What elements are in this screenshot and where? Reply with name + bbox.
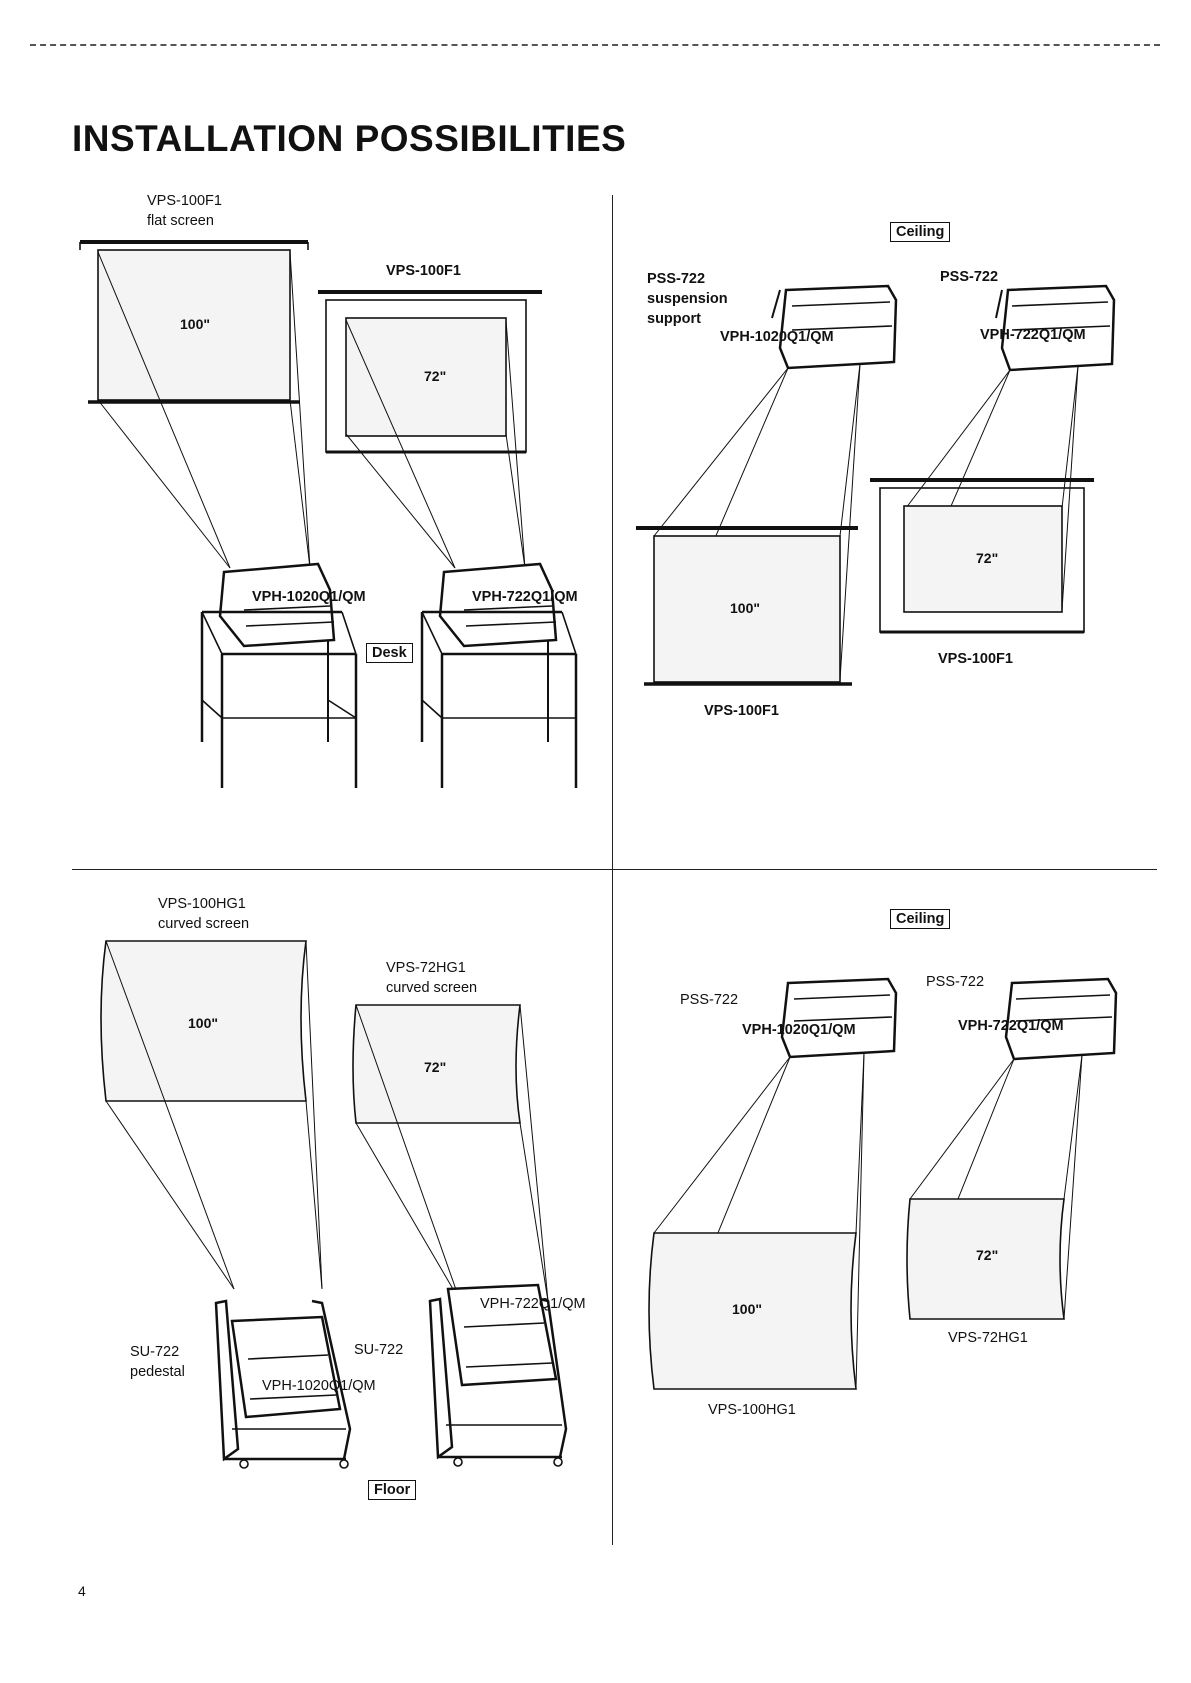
- page-title: INSTALLATION POSSIBILITIES: [72, 118, 627, 159]
- large-projector-label: VPH-1020Q1/QM: [252, 589, 366, 605]
- vertical-divider: [612, 195, 613, 1545]
- ceiling-flat-illustration: [636, 284, 1116, 686]
- small-screen-size-label: 72": [424, 1059, 447, 1075]
- large-screen-model-label: VPS-100HG1: [158, 896, 246, 912]
- large-projector-label: VPH-1020Q1/QM: [262, 1378, 376, 1394]
- small-projector-label: VPH-722Q1/QM: [958, 1018, 1064, 1034]
- small-screen-model-label: VPS-100F1: [938, 651, 1013, 667]
- location-floor-badge: Floor: [368, 1480, 417, 1500]
- small-screen-model-label: VPS-100F1: [386, 263, 461, 279]
- support-right-label: PSS-722: [926, 974, 985, 990]
- support-label: PSS-722: [647, 271, 706, 287]
- small-projector-label: VPH-722Q1/QM: [472, 589, 578, 605]
- small-projector-label: VPH-722Q1/QM: [480, 1296, 586, 1312]
- large-screen-model-label: VPS-100F1: [704, 703, 779, 719]
- pedestal-small-label: SU-722: [354, 1342, 404, 1358]
- location-desk-badge: Desk: [366, 643, 413, 663]
- floor-installation-panel: VPS-100HG1 curved screen VPS-72HG1 curve…: [0, 869, 612, 1549]
- large-screen-model-label: VPS-100HG1: [708, 1402, 796, 1418]
- large-projector-label: VPH-1020Q1/QM: [742, 1022, 856, 1038]
- small-screen-model-label: VPS-72HG1: [386, 960, 466, 976]
- large-screen-type-label: curved screen: [158, 916, 250, 932]
- desk-installation-panel: VPS-100F1 flat screen VPS-100F1 100" 72"…: [0, 0, 612, 869]
- desk-installation-illustration: [79, 240, 578, 788]
- floor-installation-illustration: [100, 940, 568, 1469]
- ceiling-flat-panel: Ceiling PSS-722 suspension support PSS-7…: [612, 0, 1191, 869]
- large-screen-size-label: 100": [188, 1015, 218, 1031]
- location-ceiling-badge: Ceiling: [890, 909, 951, 929]
- ceiling-curved-illustration: [648, 977, 1118, 1390]
- large-screen-size-label: 100": [730, 600, 760, 616]
- pedestal-type-label: pedestal: [130, 1364, 185, 1380]
- support-left-label: PSS-722: [680, 992, 739, 1008]
- small-screen-size-label: 72": [424, 368, 447, 384]
- horizontal-divider: [72, 869, 1157, 870]
- large-screen-model-label: VPS-100F1: [147, 193, 222, 209]
- page-number: 4: [78, 1583, 86, 1599]
- large-screen-size-label: 100": [732, 1301, 762, 1317]
- small-screen-model-label: VPS-72HG1: [948, 1330, 1028, 1346]
- location-ceiling-badge: Ceiling: [890, 222, 951, 242]
- support-type-label-2: support: [647, 311, 701, 327]
- support-type-label: suspension: [647, 291, 728, 307]
- ceiling-curved-panel: Ceiling PSS-722 PSS-722 VPH-1020Q1/QM VP…: [612, 869, 1191, 1549]
- small-screen-size-label: 72": [976, 550, 999, 566]
- small-screen-size-label: 72": [976, 1247, 999, 1263]
- large-screen-size-label: 100": [180, 316, 210, 332]
- pedestal-label: SU-722: [130, 1344, 180, 1360]
- large-projector-label: VPH-1020Q1/QM: [720, 329, 834, 345]
- small-screen-type-label: curved screen: [386, 980, 478, 996]
- top-dashed-rule: [30, 44, 1160, 46]
- support-right-label: PSS-722: [940, 269, 999, 285]
- large-screen-type-label: flat screen: [147, 213, 214, 229]
- small-projector-label: VPH-722Q1/QM: [980, 327, 1086, 343]
